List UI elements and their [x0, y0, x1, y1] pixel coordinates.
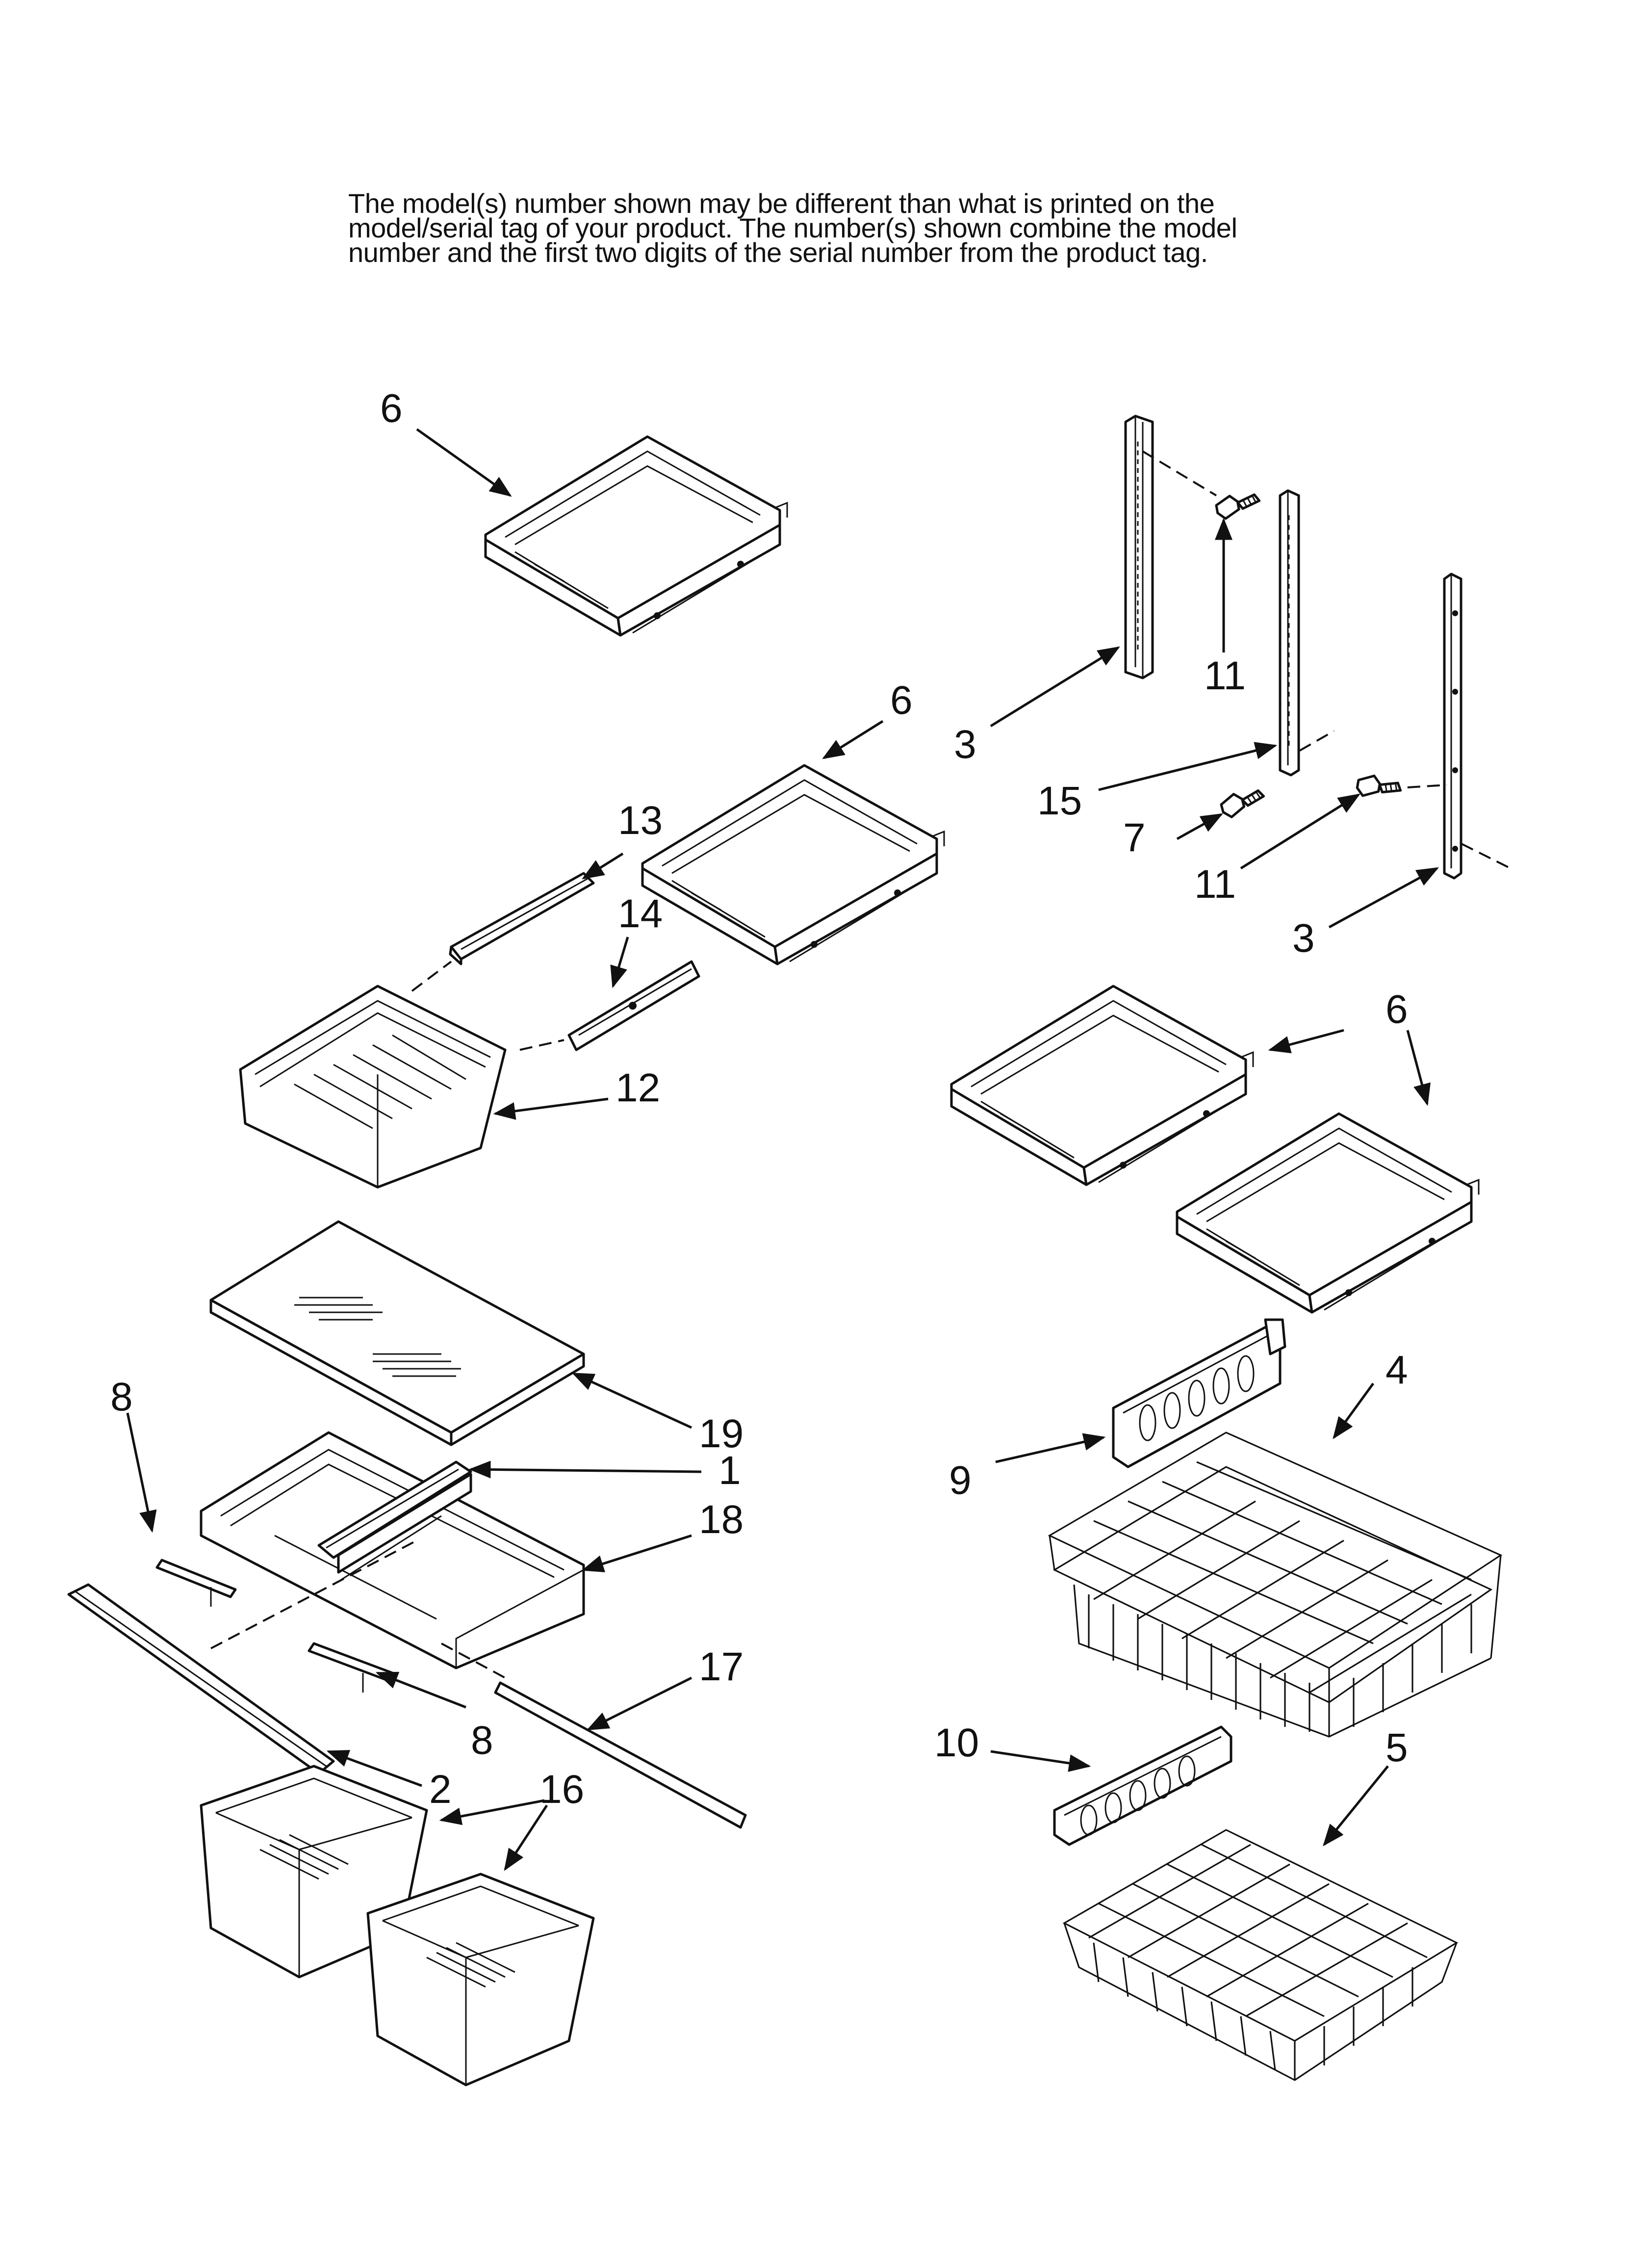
shelf-rail-right	[1443, 573, 1462, 880]
basket-divider-large	[1112, 1318, 1286, 1468]
callout-18: 18	[699, 1497, 744, 1542]
crisper-drawer-right	[368, 1874, 593, 2085]
callout-11-upper: 11	[1204, 653, 1246, 698]
wire-basket-lower	[1062, 1829, 1459, 2081]
shelf-right-upper	[951, 986, 1253, 1185]
callout-14: 14	[618, 891, 663, 936]
glass-shelf	[209, 1220, 585, 1446]
bracket-left	[155, 1559, 237, 1607]
callout-12: 12	[616, 1066, 660, 1110]
callout-19: 19	[699, 1411, 744, 1456]
basket-divider-small	[1053, 1725, 1232, 1846]
bracket-right	[308, 1642, 394, 1693]
front-trim	[67, 1583, 335, 1775]
callout-8-left: 8	[110, 1375, 133, 1419]
shelf-rail-center	[1279, 489, 1300, 777]
callout-13: 13	[618, 798, 663, 843]
meat-drawer	[239, 985, 507, 1189]
drawer-slide-left	[449, 872, 595, 965]
callout-6-middle: 6	[890, 678, 913, 723]
wire-basket-upper	[1048, 1432, 1503, 1738]
callout-11-lower: 11	[1194, 862, 1236, 907]
callout-4: 4	[1385, 1348, 1408, 1392]
callout-1: 1	[718, 1448, 741, 1493]
callout-3-left: 3	[954, 722, 976, 767]
callout-9: 9	[949, 1458, 972, 1503]
shelf-middle	[642, 765, 944, 964]
callout-15: 15	[1037, 779, 1082, 823]
note-line-1: The model(s) number shown may be differe…	[348, 188, 1215, 219]
callout-16: 16	[539, 1767, 584, 1812]
rod	[494, 1681, 747, 1829]
callout-7: 7	[1123, 815, 1146, 860]
shelf-right-lower	[1177, 1114, 1479, 1312]
rail-screw-mid	[1219, 787, 1266, 819]
drawer-slide-right	[567, 960, 700, 1051]
callout-6-top: 6	[380, 386, 403, 431]
slider-part	[317, 1460, 472, 1574]
rail-screw-right	[1356, 773, 1402, 802]
callout-10: 10	[934, 1721, 979, 1765]
rail-screw-upper	[1215, 491, 1261, 520]
callout-2: 2	[429, 1767, 452, 1812]
shelf-top	[486, 437, 787, 635]
note-line-2: model/serial tag of your product. The nu…	[348, 212, 1237, 243]
model-number-note: The model(s) number shown may be differe…	[348, 188, 1329, 268]
callout-6-right: 6	[1385, 987, 1408, 1032]
callout-5: 5	[1385, 1725, 1408, 1770]
leader-lines	[126, 428, 1439, 1871]
callout-8-right: 8	[471, 1718, 493, 1763]
note-line-3: number and the first two digits of the s…	[348, 237, 1208, 268]
callout-3-right: 3	[1292, 916, 1315, 961]
crisper-cover-frame	[200, 1431, 585, 1669]
callout-17: 17	[699, 1644, 744, 1689]
